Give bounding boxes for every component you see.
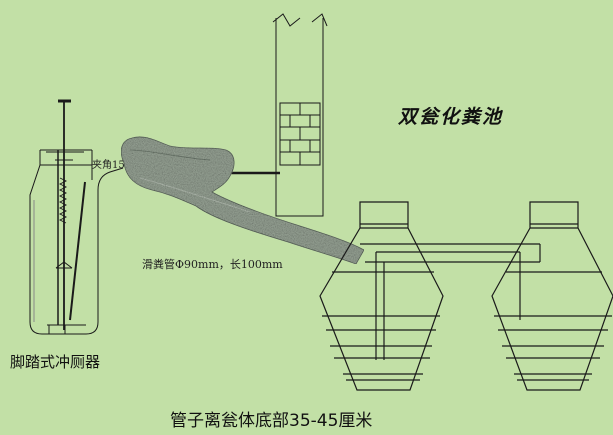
left-urn-tank: [319, 201, 444, 391]
angle-label: 夹角15: [92, 160, 125, 171]
pipe-depth-caption: 管子离瓮体底部35-45厘米: [170, 411, 373, 431]
diagram-title: 双瓮化粪池: [398, 106, 504, 128]
sliding-manure-pipe: [120, 136, 365, 265]
chimney-wall: [272, 13, 328, 217]
right-urn-tank: [491, 201, 613, 391]
foot-flush-toilet: [29, 99, 124, 335]
transfer-pipes: [360, 243, 541, 360]
pipe-spec-label: 滑粪管Φ90mm，长100mm: [142, 258, 283, 271]
toilet-caption: 脚踏式冲厕器: [10, 353, 101, 371]
